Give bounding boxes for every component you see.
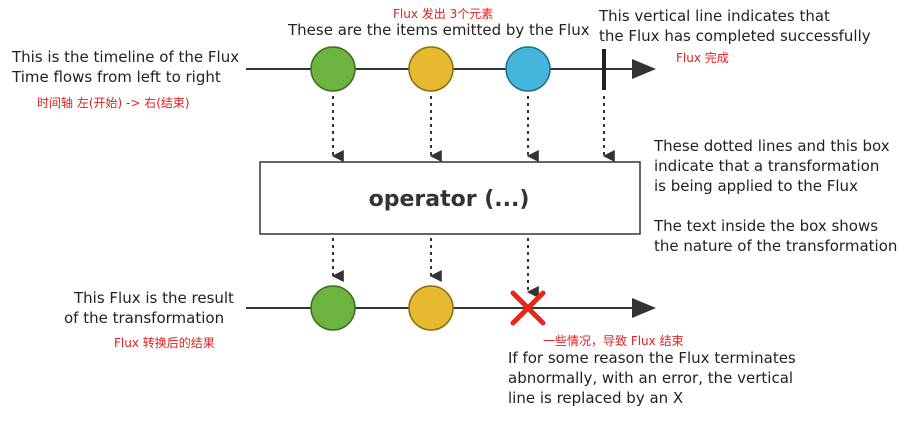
timeline-note: 时间轴 左(开始) -> 右(结束) bbox=[37, 95, 190, 110]
result-note: Flux 转换后的结果 bbox=[114, 335, 215, 350]
source-item-blue bbox=[505, 46, 551, 92]
error-label-line-1: If for some reason the Flux terminates bbox=[508, 349, 796, 367]
operator-box bbox=[259, 161, 641, 235]
timeline-label-line-2: Time flows from left to right bbox=[11, 68, 221, 86]
result-label-line-2: of the transformation bbox=[64, 309, 224, 327]
error-note: 一些情况，导致 Flux 结束 bbox=[543, 334, 684, 348]
operator-description-line-5: The text inside the box shows bbox=[653, 217, 878, 235]
timeline-label-line-1: This is the timeline of the Flux bbox=[11, 48, 239, 66]
operator-description-line-1: These dotted lines and this box bbox=[653, 137, 890, 155]
result-item-green bbox=[310, 285, 356, 331]
source-item-yellow bbox=[408, 46, 454, 92]
error-label-line-2: abnormally, with an error, the vertical bbox=[508, 369, 793, 387]
source-item-green bbox=[310, 46, 356, 92]
result-item-yellow bbox=[408, 285, 454, 331]
x-cross-icon bbox=[510, 290, 546, 326]
operator-description-line-6: the nature of the transformation bbox=[654, 237, 897, 255]
error-label-line-3: line is replaced by an X bbox=[508, 389, 683, 407]
items-note: Flux 发出 3个元素 bbox=[393, 6, 493, 21]
operator-description-line-3: is being applied to the Flux bbox=[654, 177, 858, 195]
operator-description-line-2: indicate that a transformation bbox=[654, 157, 879, 175]
operator-label: operator (...) bbox=[369, 187, 530, 212]
items-label: These are the items emitted by the Flux bbox=[287, 21, 590, 39]
source-timeline-arrowhead bbox=[632, 59, 656, 79]
complete-label-line-1: This vertical line indicates that bbox=[598, 7, 830, 25]
complete-note: Flux 完成 bbox=[676, 50, 729, 65]
result-label-line-1: This Flux is the result bbox=[73, 289, 234, 307]
complete-label-line-2: the Flux has completed successfully bbox=[599, 27, 871, 45]
result-timeline-arrowhead bbox=[632, 298, 656, 318]
